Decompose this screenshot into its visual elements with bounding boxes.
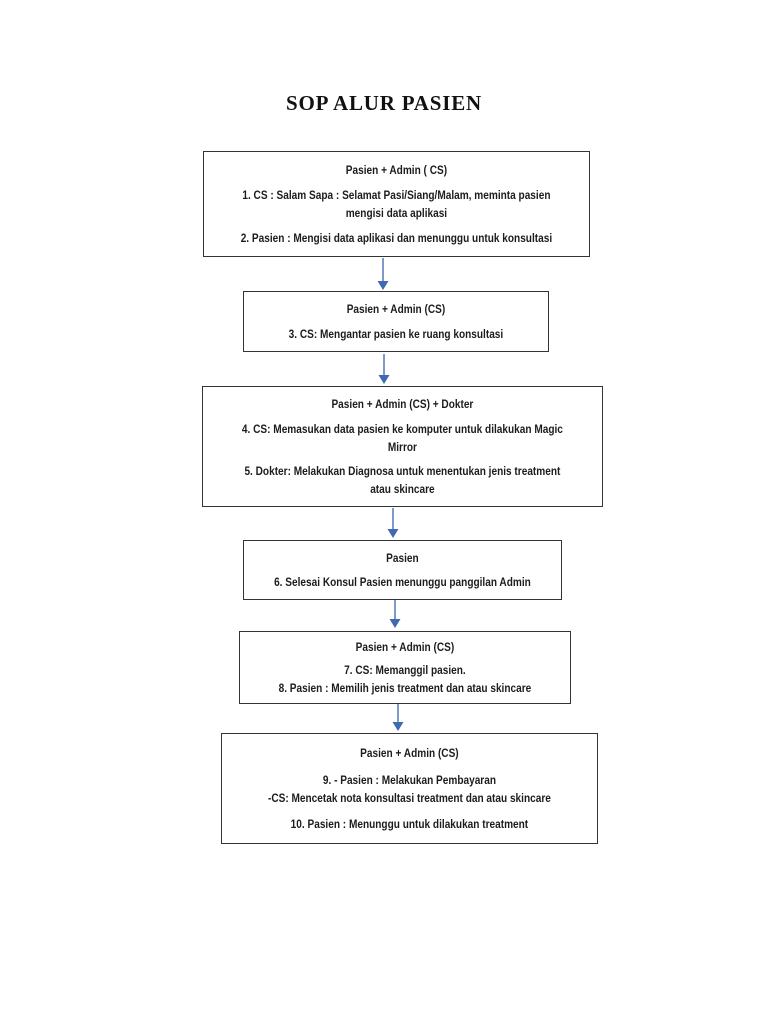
box-text: 1. CS : Salam Sapa : Selamat Pasi/Siang/… [242,188,551,220]
box-header: Pasien + Admin (CS) [360,746,459,761]
flow-arrow-down-icon [387,508,399,538]
box-text: 9. - Pasien : Melakukan Pembayaran -CS: … [267,772,551,805]
box-header: Pasien + Admin (CS) + Dokter [331,397,474,412]
box-text: 7. CS: Memanggil pasien. 8. Pasien : Mem… [278,662,532,695]
box-text: 2. Pasien : Mengisi data aplikasi dan me… [240,231,553,245]
box-header: Pasien + Admin (CS) [346,302,446,317]
flow-arrow-down-icon [378,354,390,384]
flow-box-payment: Pasien + Admin (CS) 9. - Pasien : Melaku… [221,733,598,844]
box-text: 5. Dokter: Melakukan Diagnosa untuk mene… [244,463,561,496]
box-header: Pasien [386,551,419,565]
flow-box-escort: Pasien + Admin (CS) 3. CS: Mengantar pas… [243,291,549,352]
flow-arrow-down-icon [389,600,401,628]
box-text: 10. Pasien : Menunggu untuk dilakukan tr… [290,816,529,831]
page-title: SOP ALUR PASIEN [286,91,482,115]
flow-box-waiting: Pasien 6. Selesai Konsul Pasien menunggu… [243,540,562,600]
box-header: Pasien + Admin ( CS) [345,163,448,177]
flow-arrow-down-icon [377,258,389,290]
flow-box-greeting: Pasien + Admin ( CS) 1. CS : Salam Sapa … [203,151,590,257]
flow-arrow-down-icon [392,704,404,731]
flow-box-selection: Pasien + Admin (CS) 7. CS: Memanggil pas… [239,631,571,704]
box-text: 3. CS: Mengantar pasien ke ruang konsult… [288,326,504,341]
flow-box-consultation: Pasien + Admin (CS) + Dokter 4. CS: Mema… [202,386,603,507]
box-text: 6. Selesai Konsul Pasien menunggu panggi… [274,575,531,589]
box-header: Pasien + Admin (CS) [355,640,455,655]
box-text: 4. CS: Memasukan data pasien ke komputer… [241,421,563,454]
